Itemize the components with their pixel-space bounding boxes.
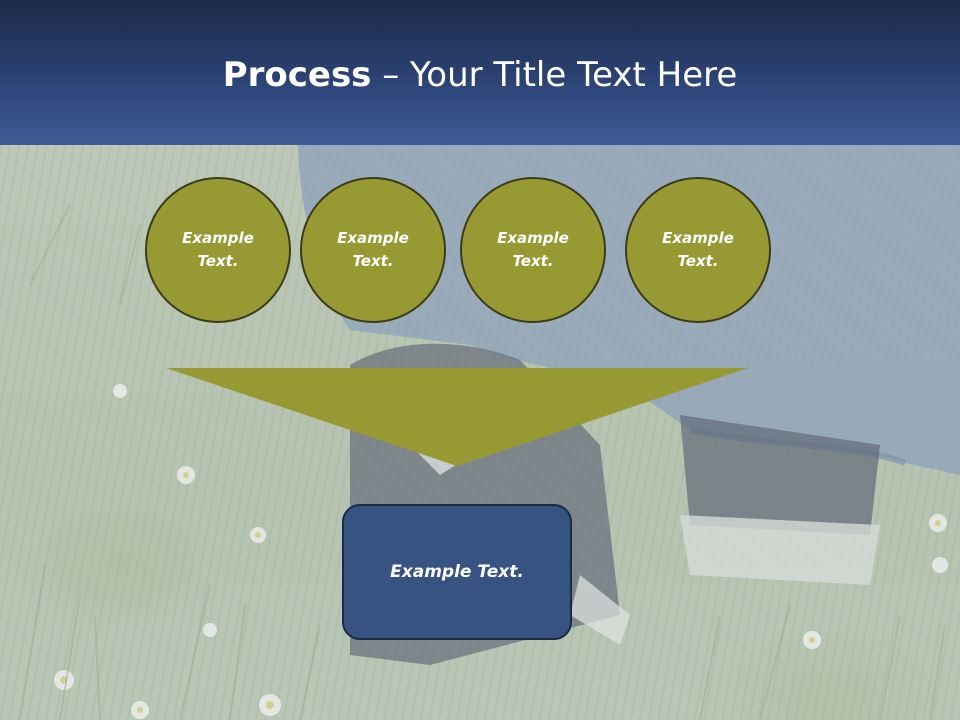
title-band [0, 0, 960, 145]
process-circle-3[interactable]: Example Text. [460, 177, 606, 323]
process-circle-2[interactable]: Example Text. [300, 177, 446, 323]
funnel-arrow[interactable] [166, 368, 748, 466]
result-box-label: Example Text. [390, 562, 524, 582]
process-circle-3-label: Example Text. [497, 229, 569, 270]
process-circle-1-label: Example Text. [182, 229, 254, 270]
result-box[interactable]: Example Text. [342, 504, 572, 640]
process-circle-4-label: Example Text. [662, 229, 734, 270]
title-bold: Process [222, 55, 372, 95]
process-circle-1[interactable]: Example Text. [145, 177, 291, 323]
slide-title: Process – Your Title Text Here [0, 52, 960, 98]
process-circle-4[interactable]: Example Text. [625, 177, 771, 323]
title-rest: – Your Title Text Here [371, 55, 738, 95]
process-circle-2-label: Example Text. [337, 229, 409, 270]
